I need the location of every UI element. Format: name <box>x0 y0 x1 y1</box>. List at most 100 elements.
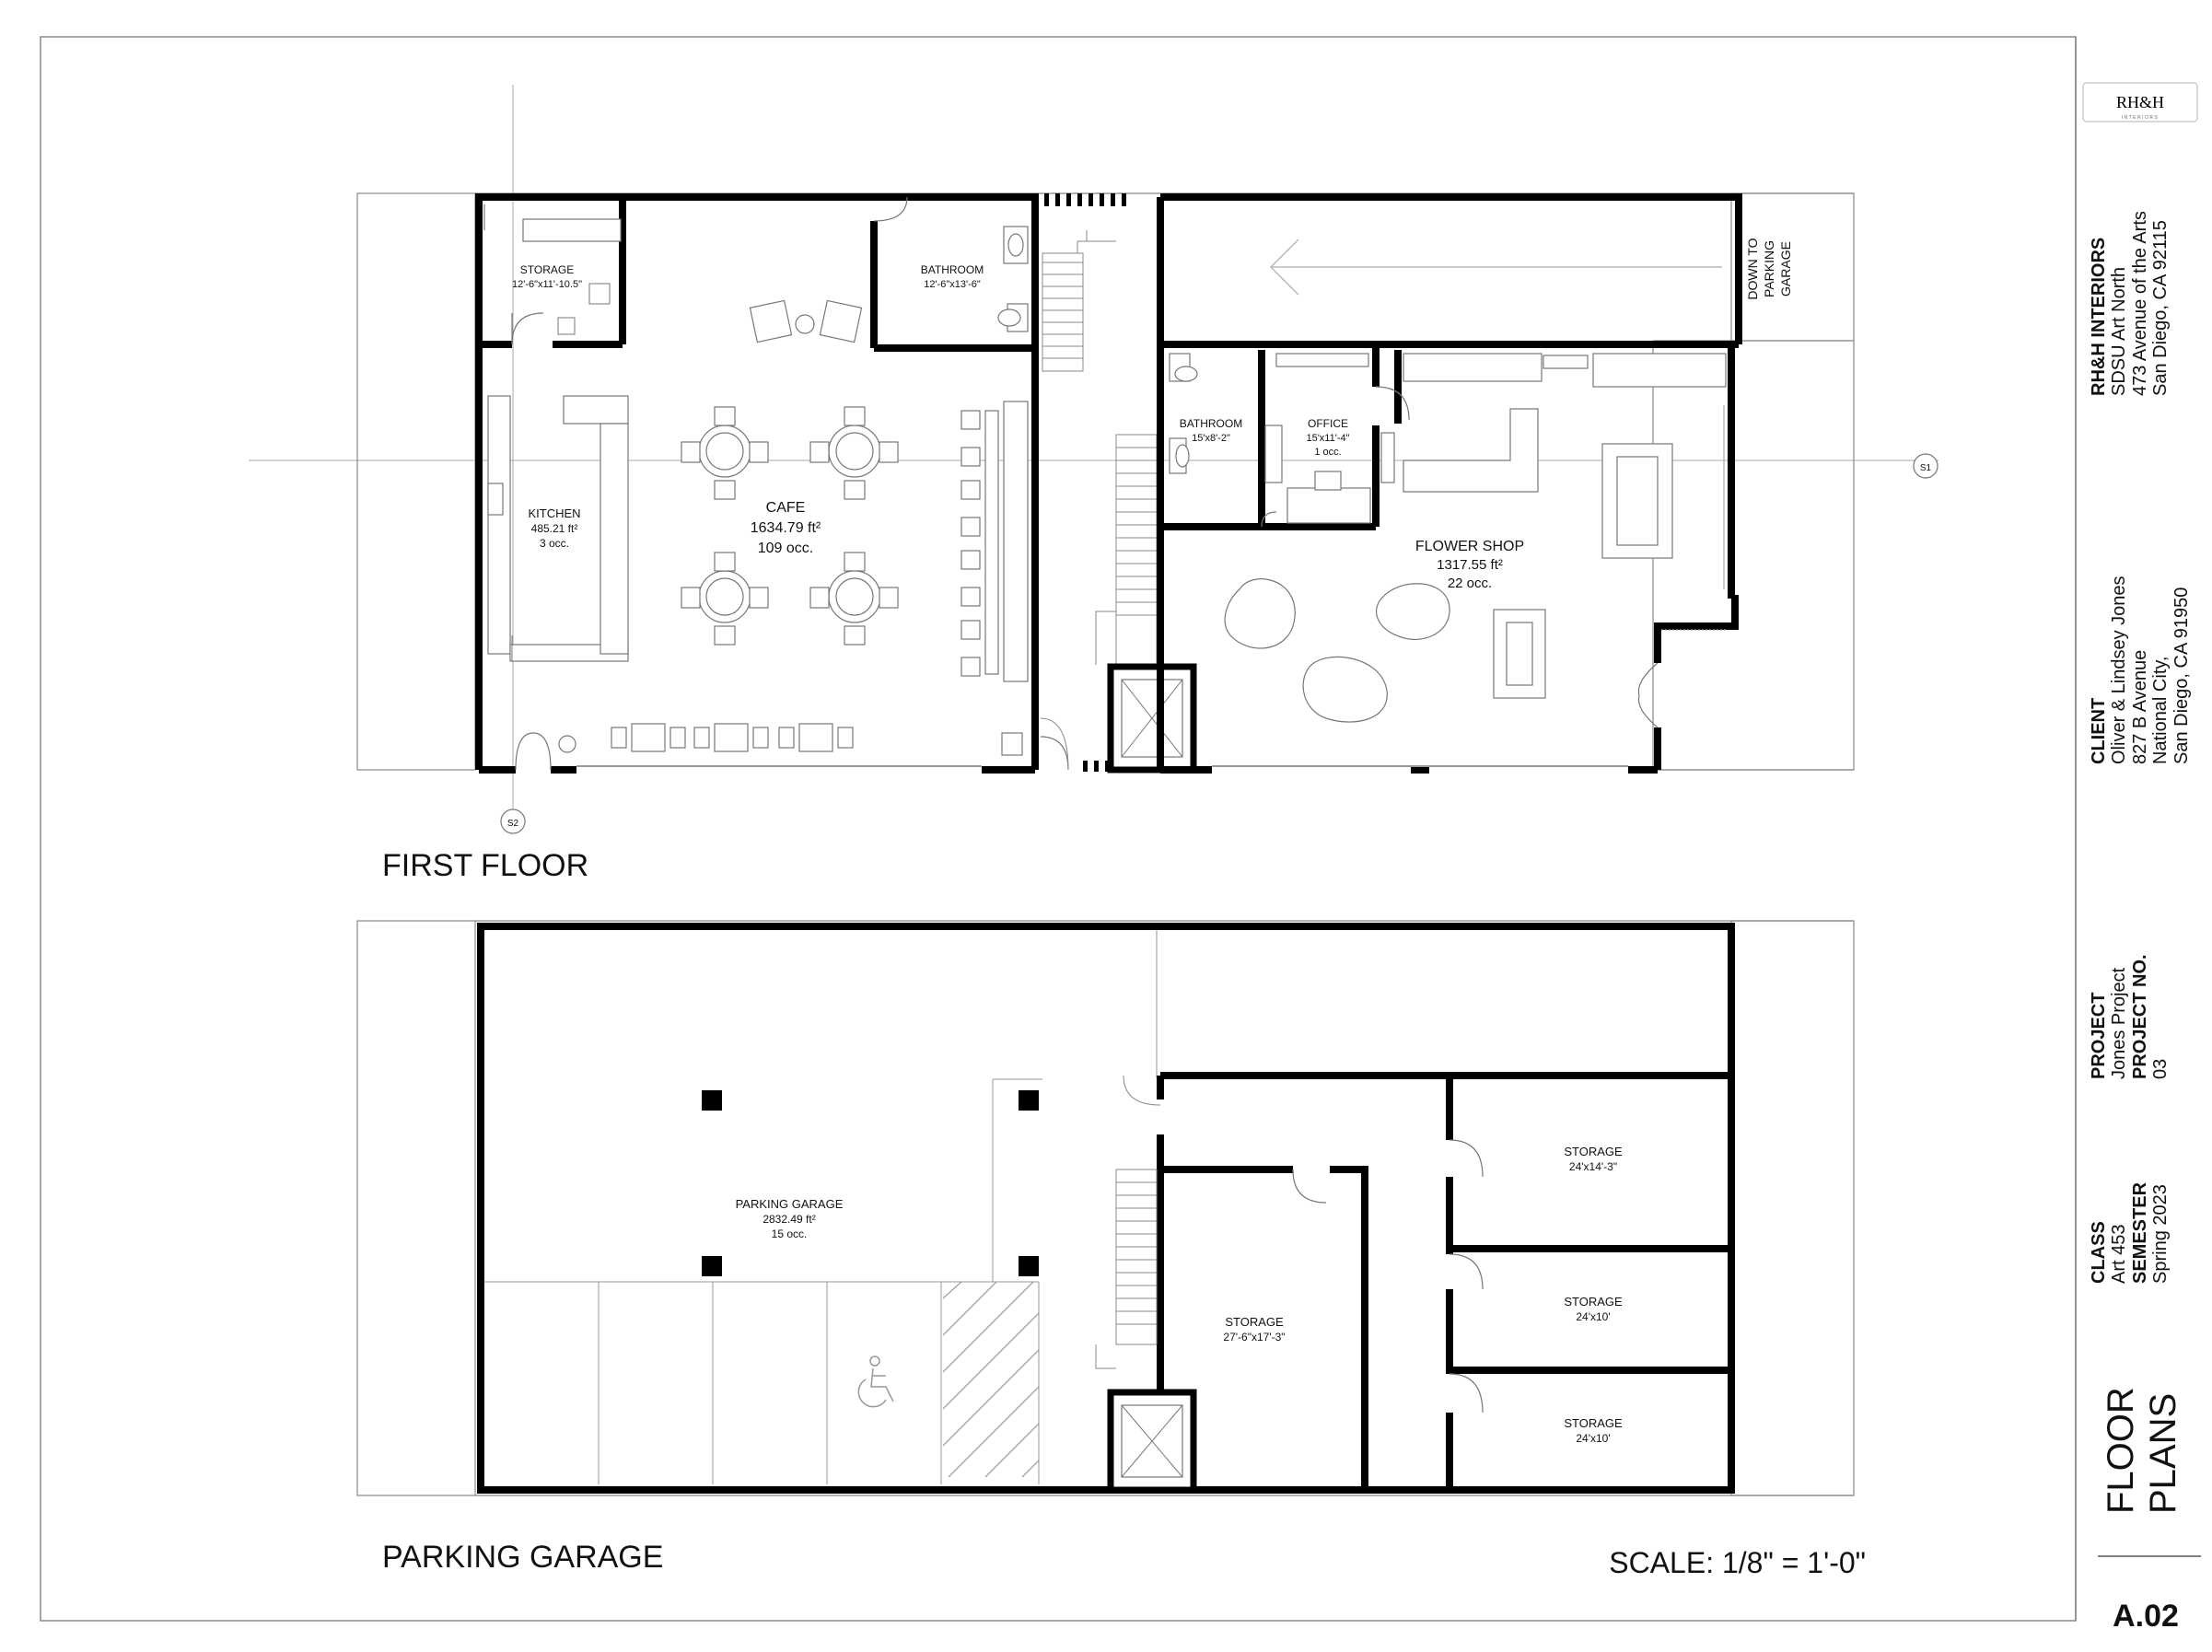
parking-garage-occ: 15 occ. <box>772 1227 808 1240</box>
kitchen-area: 485.21 ft² <box>531 522 578 535</box>
flower-shop-area: 1317.55 ft² <box>1437 557 1503 573</box>
garage-doors <box>1292 1139 1484 1414</box>
flower-shop-doors <box>1261 386 1726 728</box>
firm-line1: SDSU Art North <box>2109 266 2130 396</box>
cafe-tables <box>681 406 899 646</box>
project-no-heading: PROJECT NO. <box>2129 954 2150 1079</box>
storage-label: STORAGE <box>520 263 574 276</box>
storage-2-label: STORAGE <box>1564 1295 1623 1309</box>
project-heading: PROJECT <box>2089 992 2109 1079</box>
storage-1-label: STORAGE <box>1564 1145 1623 1158</box>
garage-stair <box>1095 1075 1161 1369</box>
parking-garage-label: PARKING GARAGE <box>736 1197 844 1211</box>
section-marker-s1: S1 <box>1913 453 1938 479</box>
office-occ: 1 occ. <box>1314 447 1341 458</box>
site-outline-right <box>1652 340 1855 771</box>
first-floor-plan: S1 S2 STORAGE 12'-6"x11'-10.5" BATHROOM … <box>249 85 1938 883</box>
sheet-number: A.02 <box>2113 1599 2179 1634</box>
sheet-title-line2: PLANS <box>2143 1392 2183 1514</box>
storage-3-label: STORAGE <box>1564 1416 1623 1430</box>
garage-columns <box>702 1090 1039 1276</box>
storage-chair <box>588 283 611 305</box>
logo-sub: INTERIORS <box>2122 115 2160 121</box>
parking-stalls <box>484 1078 1042 1484</box>
bathroom-left-label: BATHROOM <box>921 263 984 276</box>
project-name: Jones Project <box>2109 967 2130 1079</box>
garage-walls <box>477 923 1735 1494</box>
class-heading: CLASS <box>2089 1221 2109 1284</box>
down-to-line: DOWN TO <box>1745 238 1760 299</box>
logo-mark: RH&H <box>2116 93 2164 111</box>
bathroom-left-dims: 12'-6"x13'-6" <box>924 279 981 290</box>
section-s2-label: S2 <box>507 819 519 829</box>
ramp-arrow <box>1270 238 1722 296</box>
client-city: National City, <box>2150 656 2171 764</box>
section-s1-label: S1 <box>1920 463 1932 473</box>
cafe-label: CAFE <box>766 500 806 516</box>
parking-line: PARKING <box>1762 240 1776 297</box>
kitchen-occ: 3 occ. <box>540 537 569 550</box>
parking-garage-area: 2832.49 ft² <box>763 1213 815 1226</box>
storage-chair-2 <box>557 317 576 335</box>
garage-site-right <box>1730 920 1855 1496</box>
logo: RH&H INTERIORS <box>2082 82 2198 122</box>
garage-site-left <box>356 920 476 1496</box>
access-aisle-hatch <box>942 1281 1040 1478</box>
firm-line3: San Diego, CA 92115 <box>2150 220 2171 396</box>
cafe-booths <box>960 401 1029 756</box>
office-label: OFFICE <box>1308 417 1348 430</box>
client-heading: CLIENT <box>2089 697 2109 764</box>
semester-heading: SEMESTER <box>2129 1181 2150 1284</box>
flower-shop-occ: 22 occ. <box>1448 576 1492 591</box>
storage-3-dims: 24'x10' <box>1576 1432 1610 1445</box>
parking-garage-title: PARKING GARAGE <box>382 1540 663 1575</box>
down-to-parking-label: DOWN TO PARKING GARAGE <box>1745 238 1793 299</box>
storage-shelf <box>522 218 622 242</box>
project-no: 03 <box>2150 1058 2171 1079</box>
firm-name: RH&H INTERIORS <box>2089 237 2109 396</box>
storage-big-dims: 27'-6"x17'-3" <box>1223 1331 1285 1344</box>
cafe-window-tables <box>558 723 854 753</box>
elevator-garage <box>1107 1389 1197 1494</box>
class-block: CLASS Art 453 SEMESTER Spring 2023 <box>2089 1182 2171 1284</box>
flower-shop-fixtures <box>1169 353 1727 723</box>
client-block: CLIENT Oliver & Lindsey Jones 827 B Aven… <box>2089 576 2192 764</box>
storage-dims: 12'-6"x11'-10.5" <box>512 279 582 290</box>
semester: Spring 2023 <box>2150 1184 2171 1284</box>
cafe-walls <box>475 193 1039 774</box>
firm-line2: 473 Avenue of the Arts <box>2129 211 2150 396</box>
first-floor-title: FIRST FLOOR <box>382 848 588 883</box>
site-outline-left <box>356 192 476 771</box>
sheet-title-line1: FLOOR <box>2101 1387 2141 1514</box>
cafe-occ: 109 occ. <box>758 541 813 556</box>
sheet-title-block: FLOOR PLANS <box>2100 1387 2184 1514</box>
bathroom-right-label: BATHROOM <box>1180 417 1242 430</box>
class-name: Art 453 <box>2109 1224 2130 1284</box>
cafe-area: 1634.79 ft² <box>751 520 821 536</box>
accessible-icon <box>857 1355 894 1408</box>
scale-note: SCALE: 1/8" = 1'-0" <box>1609 1546 1866 1579</box>
elevator-first-floor <box>1107 663 1197 774</box>
storage-1-dims: 24'x14'-3" <box>1569 1160 1617 1173</box>
project-block: PROJECT Jones Project PROJECT NO. 03 <box>2089 954 2171 1079</box>
storage-2-dims: 24'x10' <box>1576 1310 1610 1323</box>
client-street: 827 B Avenue <box>2129 649 2150 764</box>
garage-line: GARAGE <box>1778 241 1793 297</box>
storage-big-label: STORAGE <box>1225 1315 1284 1329</box>
bathroom-right-dims: 15'x8'-2" <box>1192 433 1230 444</box>
section-marker-s2: S2 <box>500 809 526 834</box>
logo-box <box>2082 82 2198 122</box>
office-dims: 15'x11'-4" <box>1306 433 1349 444</box>
firm-block: RH&H INTERIORS SDSU Art North 473 Avenue… <box>2089 211 2171 396</box>
parking-garage-plan: PARKING GARAGE 2832.49 ft² 15 occ. STORA… <box>356 920 1866 1579</box>
stair-bottom-ticks <box>1083 761 1110 772</box>
bathroom-left-fixtures <box>997 226 1029 332</box>
client-state: San Diego, CA 91950 <box>2171 587 2192 764</box>
kitchen-label: KITCHEN <box>528 506 580 520</box>
stair-top-ticks <box>1044 193 1126 206</box>
client-name: Oliver & Lindsey Jones <box>2109 576 2130 764</box>
stair-core <box>1040 193 1197 774</box>
flower-shop-label: FLOWER SHOP <box>1415 539 1524 554</box>
kitchen-counters <box>487 395 629 662</box>
